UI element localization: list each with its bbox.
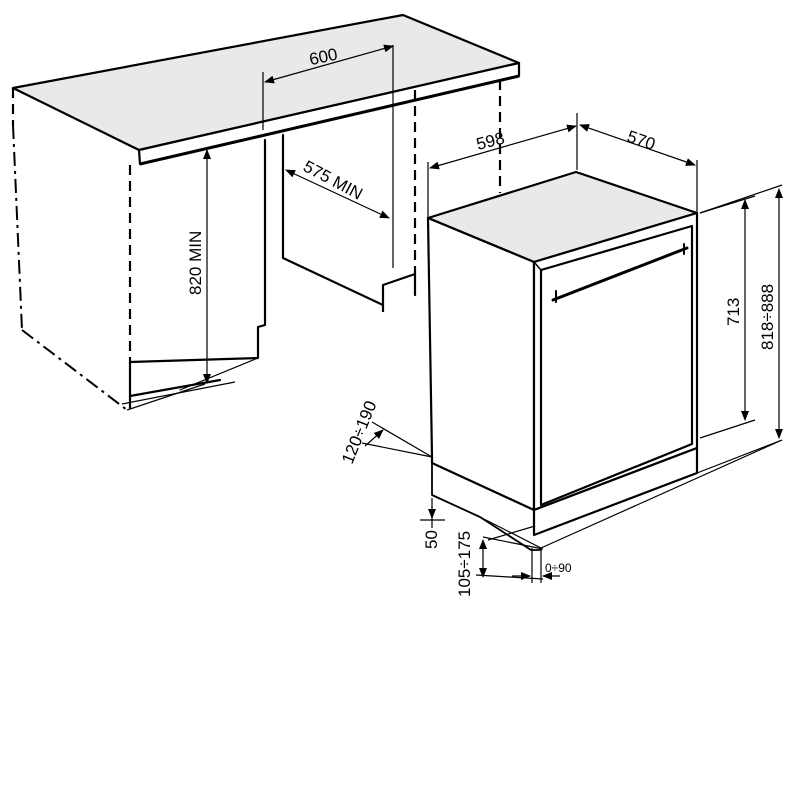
left-panel-outline	[128, 138, 267, 364]
label-105-175: 105÷175	[455, 531, 474, 597]
label-598: 598	[474, 129, 506, 154]
dim-appliance-width: 598	[427, 113, 578, 218]
floor-line	[540, 439, 783, 549]
cabinet-left-back-edge	[12, 124, 23, 331]
dishwasher-door	[539, 224, 694, 507]
label-570: 570	[625, 127, 658, 154]
dim-plinth-offset: 0÷90	[512, 548, 572, 583]
dim-plinth-height: 105÷175	[455, 531, 544, 597]
dim-door-gap: 50	[420, 498, 445, 549]
back-panel-outline	[281, 133, 417, 307]
cabinet-floor-left	[21, 329, 128, 411]
dim-door-projection: 120÷190	[338, 398, 433, 466]
label-713: 713	[724, 298, 743, 326]
dim-appliance-depth: 570	[579, 124, 698, 213]
dishwasher	[361, 170, 699, 551]
dishwasher-side	[426, 216, 536, 512]
dim-cabinet-depth: 575 MIN	[285, 157, 390, 219]
label-50: 50	[422, 530, 441, 549]
dim-overall-height: 818÷888	[696, 184, 783, 474]
label-820-min: 820 MIN	[186, 231, 205, 295]
label-575-min: 575 MIN	[300, 157, 366, 204]
dim-appliance-height: 713	[699, 195, 756, 439]
door-handle	[551, 243, 689, 303]
label-818-888: 818÷888	[758, 284, 777, 350]
label-0-90: 0÷90	[545, 561, 572, 575]
dim-cabinet-height: 820 MIN	[186, 149, 211, 384]
label-120-190: 120÷190	[338, 398, 380, 466]
